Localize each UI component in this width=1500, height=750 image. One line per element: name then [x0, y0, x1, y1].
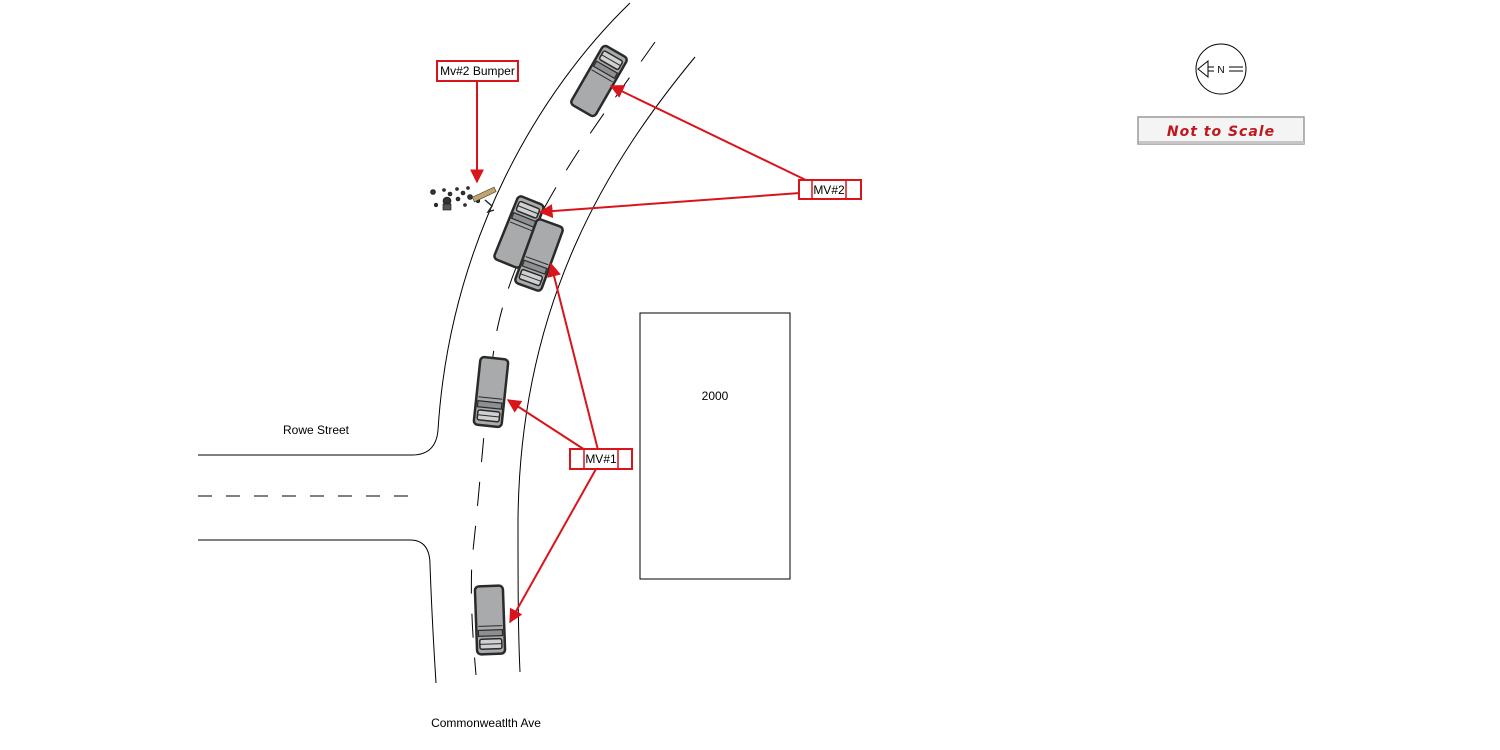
callout-bumper-text: Mv#2 Bumper — [440, 64, 515, 78]
not-to-scale-frame — [1137, 116, 1305, 145]
vehicle-mv2-approach — [568, 43, 630, 119]
bumper-debris — [430, 186, 497, 214]
callout-mv1-text: MV#1 — [585, 452, 617, 466]
north-arrow: N — [1195, 43, 1247, 95]
commonwealth-ave-label: Commonweatlth Ave — [431, 716, 541, 730]
vehicle-mv1-travel — [472, 355, 510, 429]
building-number: 2000 — [702, 389, 729, 403]
callout-mv1: MV#1 — [506, 262, 633, 624]
callout-bumper: Mv#2 Bumper — [436, 60, 519, 184]
north-arrow-circle — [1195, 43, 1247, 95]
rowe-street-label: Rowe Street — [283, 423, 350, 437]
callout-mv1-inner — [583, 448, 619, 470]
north-arrow-letter: N — [1217, 65, 1224, 76]
callout-mv2: MV#2 — [538, 85, 862, 219]
north-arrow-icon — [1197, 59, 1209, 79]
building-2000 — [639, 312, 791, 580]
not-to-scale-text: Not to Scale — [1167, 124, 1275, 140]
vehicle-mv1-start — [473, 584, 507, 656]
callout-mv2-text: MV#2 — [813, 183, 845, 197]
road-edges — [198, 2, 696, 684]
corner-south — [198, 539, 437, 684]
callout-mv1-arrow-travel — [506, 399, 586, 451]
not-to-scale-badge: Not to Scale — [1137, 116, 1305, 145]
corner-north — [198, 429, 439, 456]
callout-mv2-arrow-impact — [538, 192, 801, 219]
main-road-west-edge — [437, 2, 631, 431]
not-to-scale-shadow — [1139, 141, 1304, 144]
callout-mv1-arrow-start — [509, 468, 597, 624]
callout-mv1-arrow-impact — [547, 262, 599, 451]
callout-mv2-inner — [811, 179, 847, 200]
callout-mv2-arrow-approach — [609, 85, 813, 184]
